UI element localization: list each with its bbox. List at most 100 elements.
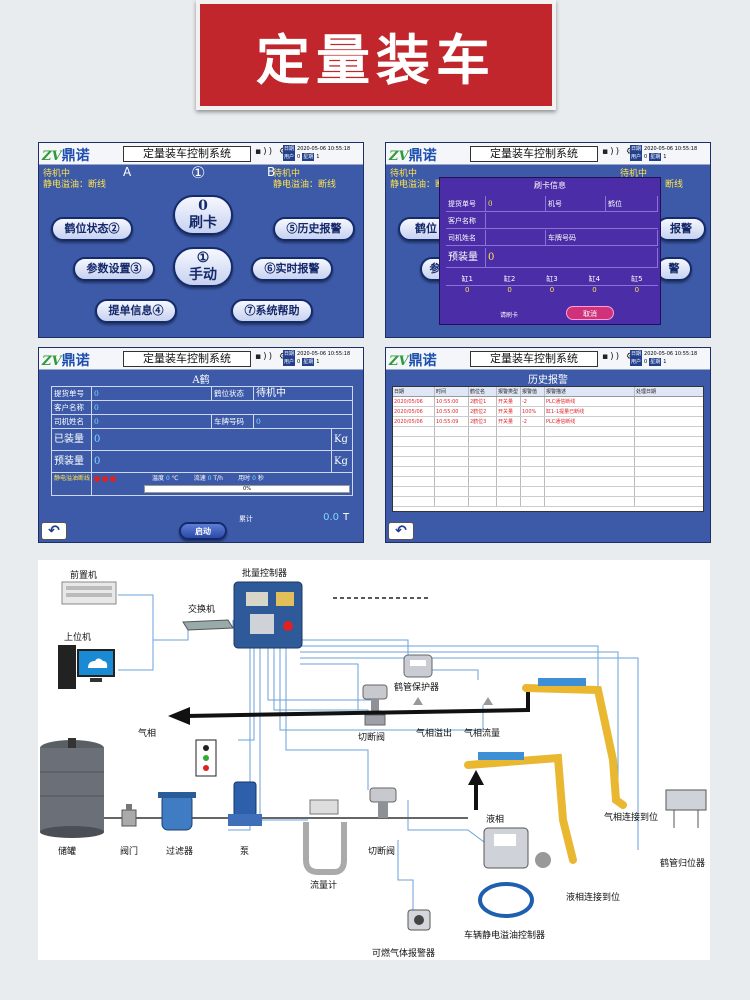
progress-bar: 0%: [144, 485, 350, 493]
signal-wires: [118, 594, 639, 920]
back-arrow-icon: ↶: [395, 523, 407, 539]
crane-return-icon: [665, 789, 707, 828]
label-gas-phase: 气相: [138, 729, 157, 739]
vehicle-static-controller-icon: [478, 827, 551, 918]
modal-row-bill: 提货单号 0 机号 鹤位: [446, 196, 658, 212]
label-liquid-connect: 液相连接到位: [566, 893, 621, 903]
system-help-button[interactable]: ⑦系统帮助: [231, 299, 313, 323]
indicator-box-icon: [195, 739, 217, 777]
system-title: 定量装车控制系统: [123, 146, 251, 162]
table-row: 已装量 0 Kg: [52, 429, 352, 451]
history-alarm-button[interactable]: 报警: [656, 217, 706, 241]
modal-title: 刷卡信息: [534, 181, 566, 190]
label-filter: 过滤器: [166, 847, 194, 857]
brand-logo: ZV鼎诺: [389, 148, 437, 164]
modal-row-customer: 客户名称: [446, 213, 658, 229]
modal-row-preset: 预装量 0: [446, 248, 658, 268]
realtime-alarm-button[interactable]: ⑥实时报警: [251, 257, 333, 281]
status-left: 待机中 静电溢油：断线: [390, 169, 454, 190]
section-title: 历史报警: [528, 375, 568, 386]
section-title: A鹤: [192, 375, 210, 386]
label-crane-protector: 鹤管保护器: [394, 683, 440, 693]
process-diagram: 前置机 交换机 批量控制器 上位机 鹤管保护器 气相 切断阀 气相溢出 气相流量…: [38, 560, 710, 960]
crane-status-button[interactable]: 鹤位状态②: [51, 217, 133, 241]
label-valve: 阀门: [120, 847, 139, 857]
storage-tank-icon: [40, 738, 104, 838]
loading-arms: [464, 684, 627, 864]
table-row[interactable]: 2020/05/06 10:55:00 2鹤位1 开关量 -2 PLC通信断线: [393, 397, 703, 407]
total-value: 0.0: [323, 512, 339, 523]
signal-icon: ▪)) ⚙: [602, 352, 637, 362]
status-left: 待机中 静电溢油：断线: [43, 169, 107, 190]
param-settings-button[interactable]: 参数设置③: [73, 257, 155, 281]
flow-meter-icon: [303, 822, 347, 875]
bill-info-button[interactable]: 提单信息④: [95, 299, 177, 323]
batch-controller-icon: [233, 581, 303, 649]
bottom-cutoff-valve-icon: [369, 787, 397, 818]
label-gas-alarm: 可燃气体报警器: [372, 949, 436, 959]
arm-cylinders: [478, 678, 586, 760]
modal-row-driver: 司机姓名 车牌号码: [446, 230, 658, 246]
label-pump: 泵: [240, 847, 250, 857]
table-row: 司机姓名 0 车牌号码 0: [52, 415, 352, 429]
label-b: B: [267, 165, 276, 179]
cancel-button[interactable]: 取消: [566, 306, 614, 320]
signal-icon: ▪)) ⚙: [255, 352, 290, 362]
banner-title: 定量装车: [256, 28, 496, 92]
gas-alarm-icon: [407, 909, 431, 931]
title-banner: 定量装车: [196, 0, 556, 110]
table-row: 客户名称 0: [52, 401, 352, 415]
system-title: 定量装车控制系统: [123, 351, 251, 367]
back-button[interactable]: ↶: [41, 522, 67, 540]
realtime-alarm-button[interactable]: 警: [656, 257, 692, 281]
table-row: 静电溢油断线 温度 0 ℃ 流速 0 T/h 用时 0 秒 0%: [52, 473, 352, 495]
history-alarm-button[interactable]: ⑤历史报警: [273, 217, 355, 241]
label-crane-return: 鹤管归位器: [660, 859, 706, 869]
swipe-card-modal: 刷卡信息 提货单号 0 机号 鹤位 客户名称 司机姓名 车牌号码 预装量 0 缸…: [439, 177, 661, 325]
diagram-svg: [40, 581, 707, 931]
crane-protector-icon: [403, 654, 433, 678]
signal-icon: ▪)) ⚙: [602, 147, 637, 157]
label-gas-flow: 气相流量: [464, 729, 501, 739]
label-storage-tank: 储罐: [58, 847, 77, 857]
label-vehicle-static: 车辆静电溢油控制器: [464, 931, 546, 941]
start-button[interactable]: 启动: [179, 522, 227, 540]
system-title: 定量装车控制系统: [470, 351, 598, 367]
brand-logo: ZV鼎诺: [42, 353, 90, 369]
brand-logo: ZV鼎诺: [389, 353, 437, 369]
label-flow-meter: 流量计: [310, 881, 338, 891]
table-row[interactable]: 2020/05/06 10:55:00 2鹤位2 开关量 100% 缸1-1提量…: [393, 407, 703, 417]
swipe-hint: 请刷卡: [500, 312, 519, 319]
label-gas-overflow: 气相溢出: [416, 729, 453, 739]
label-cutoff-valve-bottom: 切断阀: [368, 847, 396, 857]
crane-info-table: 提货单号 0 鹤位状态 待机中 客户名称 0 司机姓名 0 车牌号码 0 已装量…: [51, 386, 353, 496]
back-button[interactable]: ↶: [388, 522, 414, 540]
total-label: 累计: [239, 515, 253, 523]
host-pc-icon: [58, 645, 115, 689]
brand-logo: ZV鼎诺: [42, 148, 90, 164]
switch-icon: [182, 619, 234, 631]
filter-icon: [158, 792, 196, 831]
indicator-lights: [94, 476, 124, 490]
total-unit: T: [343, 512, 350, 523]
table-row[interactable]: 2020/05/06 10:55:09 2鹤位3 开关量 -2 PLC通信断线: [393, 417, 703, 427]
valve-icon: [121, 804, 137, 827]
system-title: 定量装车控制系统: [470, 146, 598, 162]
label-cutoff-valve-top: 切断阀: [358, 733, 386, 743]
signal-icon: ▪)) ⚙: [255, 147, 290, 157]
label-host-pc: 上位机: [64, 633, 92, 643]
